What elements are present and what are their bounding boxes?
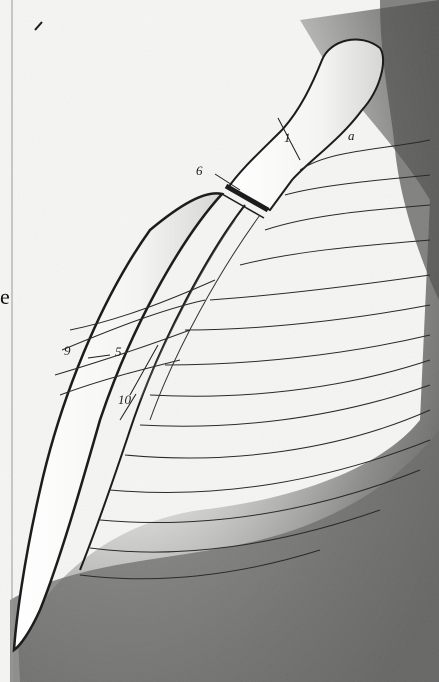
page-edge-text: e [0,284,10,309]
label-5: 5 [115,344,122,359]
label-a: a [348,128,355,143]
label-6: 6 [196,163,203,178]
label-10: 10 [118,392,132,407]
label-1: 1 [284,130,291,145]
label-9: 9 [64,343,71,358]
